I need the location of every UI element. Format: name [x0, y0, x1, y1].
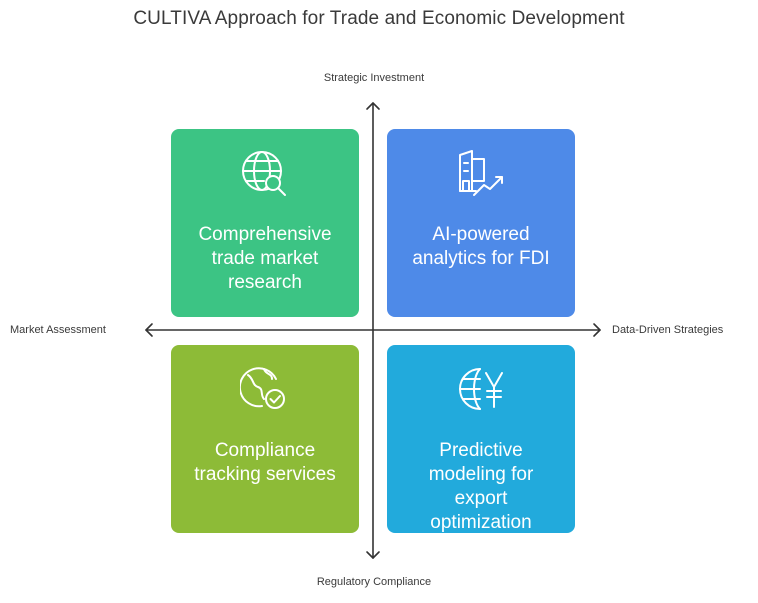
- label-line: export: [454, 488, 508, 509]
- globe-search-icon: [242, 151, 286, 196]
- quadrant-bottom-right-label: Predictive modeling for export optimizat…: [395, 439, 567, 535]
- globe-check-icon: [240, 367, 285, 409]
- quadrant-bottom-left-label: Compliance tracking services: [179, 439, 351, 487]
- axis-label-top: Strategic Investment: [323, 72, 425, 84]
- label-line: AI-powered: [432, 224, 530, 245]
- axis-label-left: Market Assessment: [10, 324, 106, 336]
- label-line: optimization: [430, 512, 532, 533]
- arrow-down-icon: [366, 551, 380, 559]
- label-line: analytics for FDI: [412, 248, 550, 269]
- quadrant-top-right: AI-powered analytics for FDI: [387, 129, 575, 317]
- quadrant-top-left-label: Comprehensive trade market research: [179, 223, 351, 295]
- arrow-right-icon: [593, 323, 601, 337]
- label-line: Comprehensive: [198, 224, 332, 245]
- quadrant-bottom-right: Predictive modeling for export optimizat…: [387, 345, 575, 533]
- quadrant-top-left: Comprehensive trade market research: [171, 129, 359, 317]
- label-line: trade market: [211, 248, 319, 269]
- axis-label-bottom: Regulatory Compliance: [316, 576, 432, 588]
- label-line: Compliance: [214, 440, 316, 461]
- axis-label-right: Data-Driven Strategies: [612, 324, 724, 336]
- arrow-left-icon: [145, 323, 153, 337]
- building-growth-icon: [459, 150, 503, 196]
- diagram-title: CULTIVA Approach for Trade and Economic …: [133, 8, 625, 29]
- label-line: research: [228, 272, 302, 293]
- arrow-up-icon: [366, 102, 380, 110]
- label-line: modeling for: [428, 464, 534, 485]
- quadrant-top-right-label: AI-powered analytics for FDI: [395, 223, 567, 271]
- globe-yen-icon: [459, 368, 503, 410]
- label-line: Predictive: [439, 440, 523, 461]
- label-line: tracking services: [194, 464, 336, 485]
- quadrant-bottom-left: Compliance tracking services: [171, 345, 359, 533]
